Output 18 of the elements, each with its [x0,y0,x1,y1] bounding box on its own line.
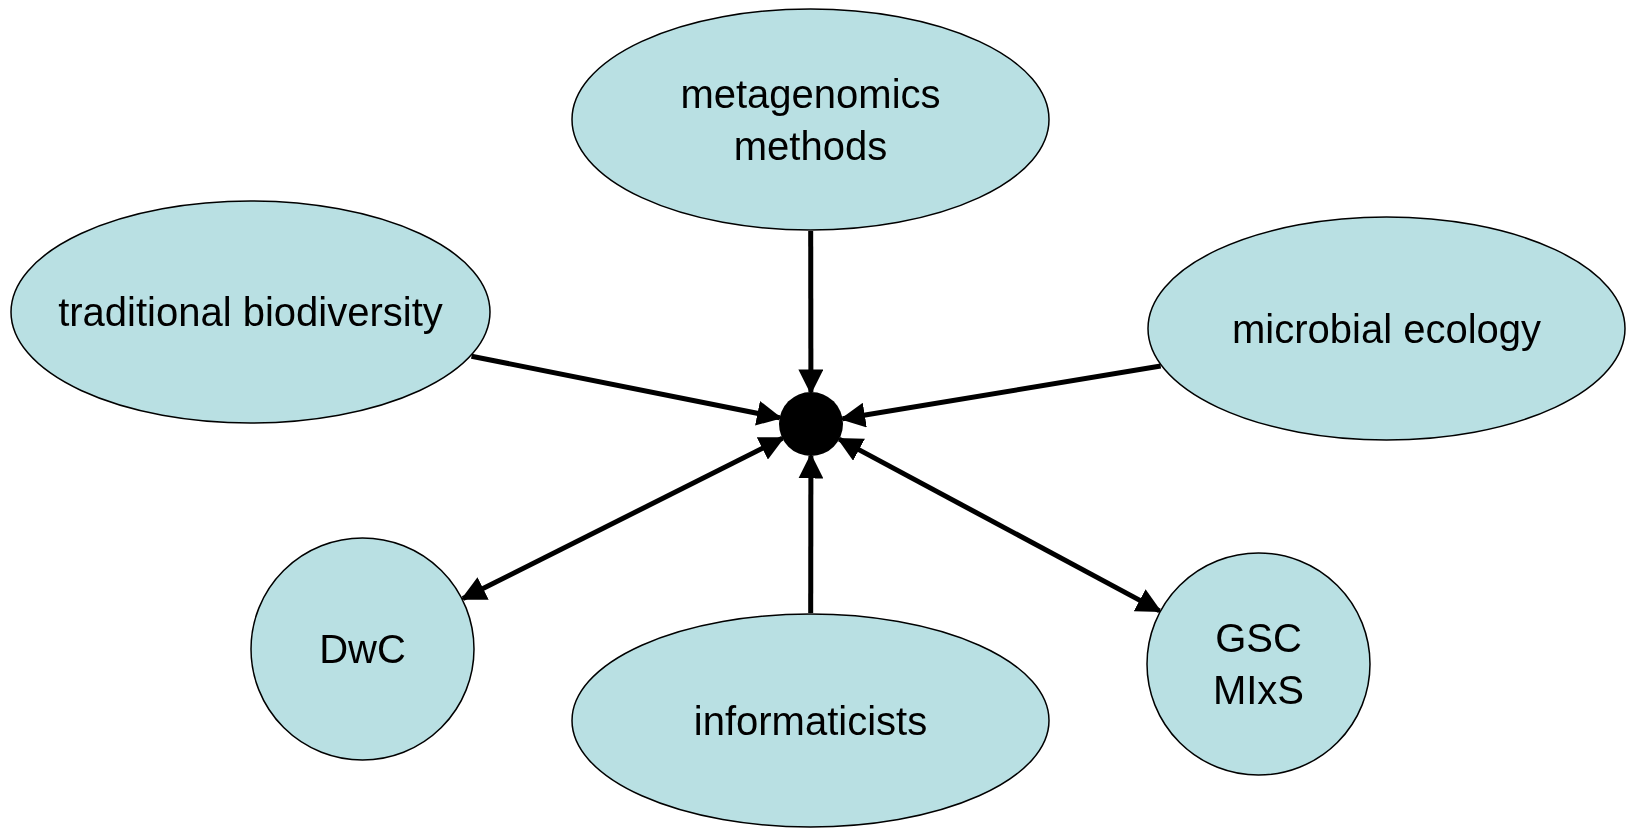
arrow [460,436,785,601]
junction-dot [779,392,843,456]
topic-ellipse [1146,552,1371,776]
topic-ellipse [571,8,1050,231]
topic-ellipse [571,613,1050,828]
arrow [837,436,1162,614]
node-label: informaticists [692,697,929,745]
topic-ellipse [250,537,475,761]
topic-ellipse [10,200,491,424]
arrow [798,453,824,613]
node-label: GSC MIxS [1211,615,1306,714]
node-label: microbial ecology [1231,305,1542,353]
node-label: traditional biodiversity [57,289,444,336]
topic-ellipse [1147,216,1626,441]
arrow [798,231,824,395]
arrow [840,363,1162,428]
node-label: DwC [318,626,407,673]
node-label: metagenomics methods [679,70,942,170]
